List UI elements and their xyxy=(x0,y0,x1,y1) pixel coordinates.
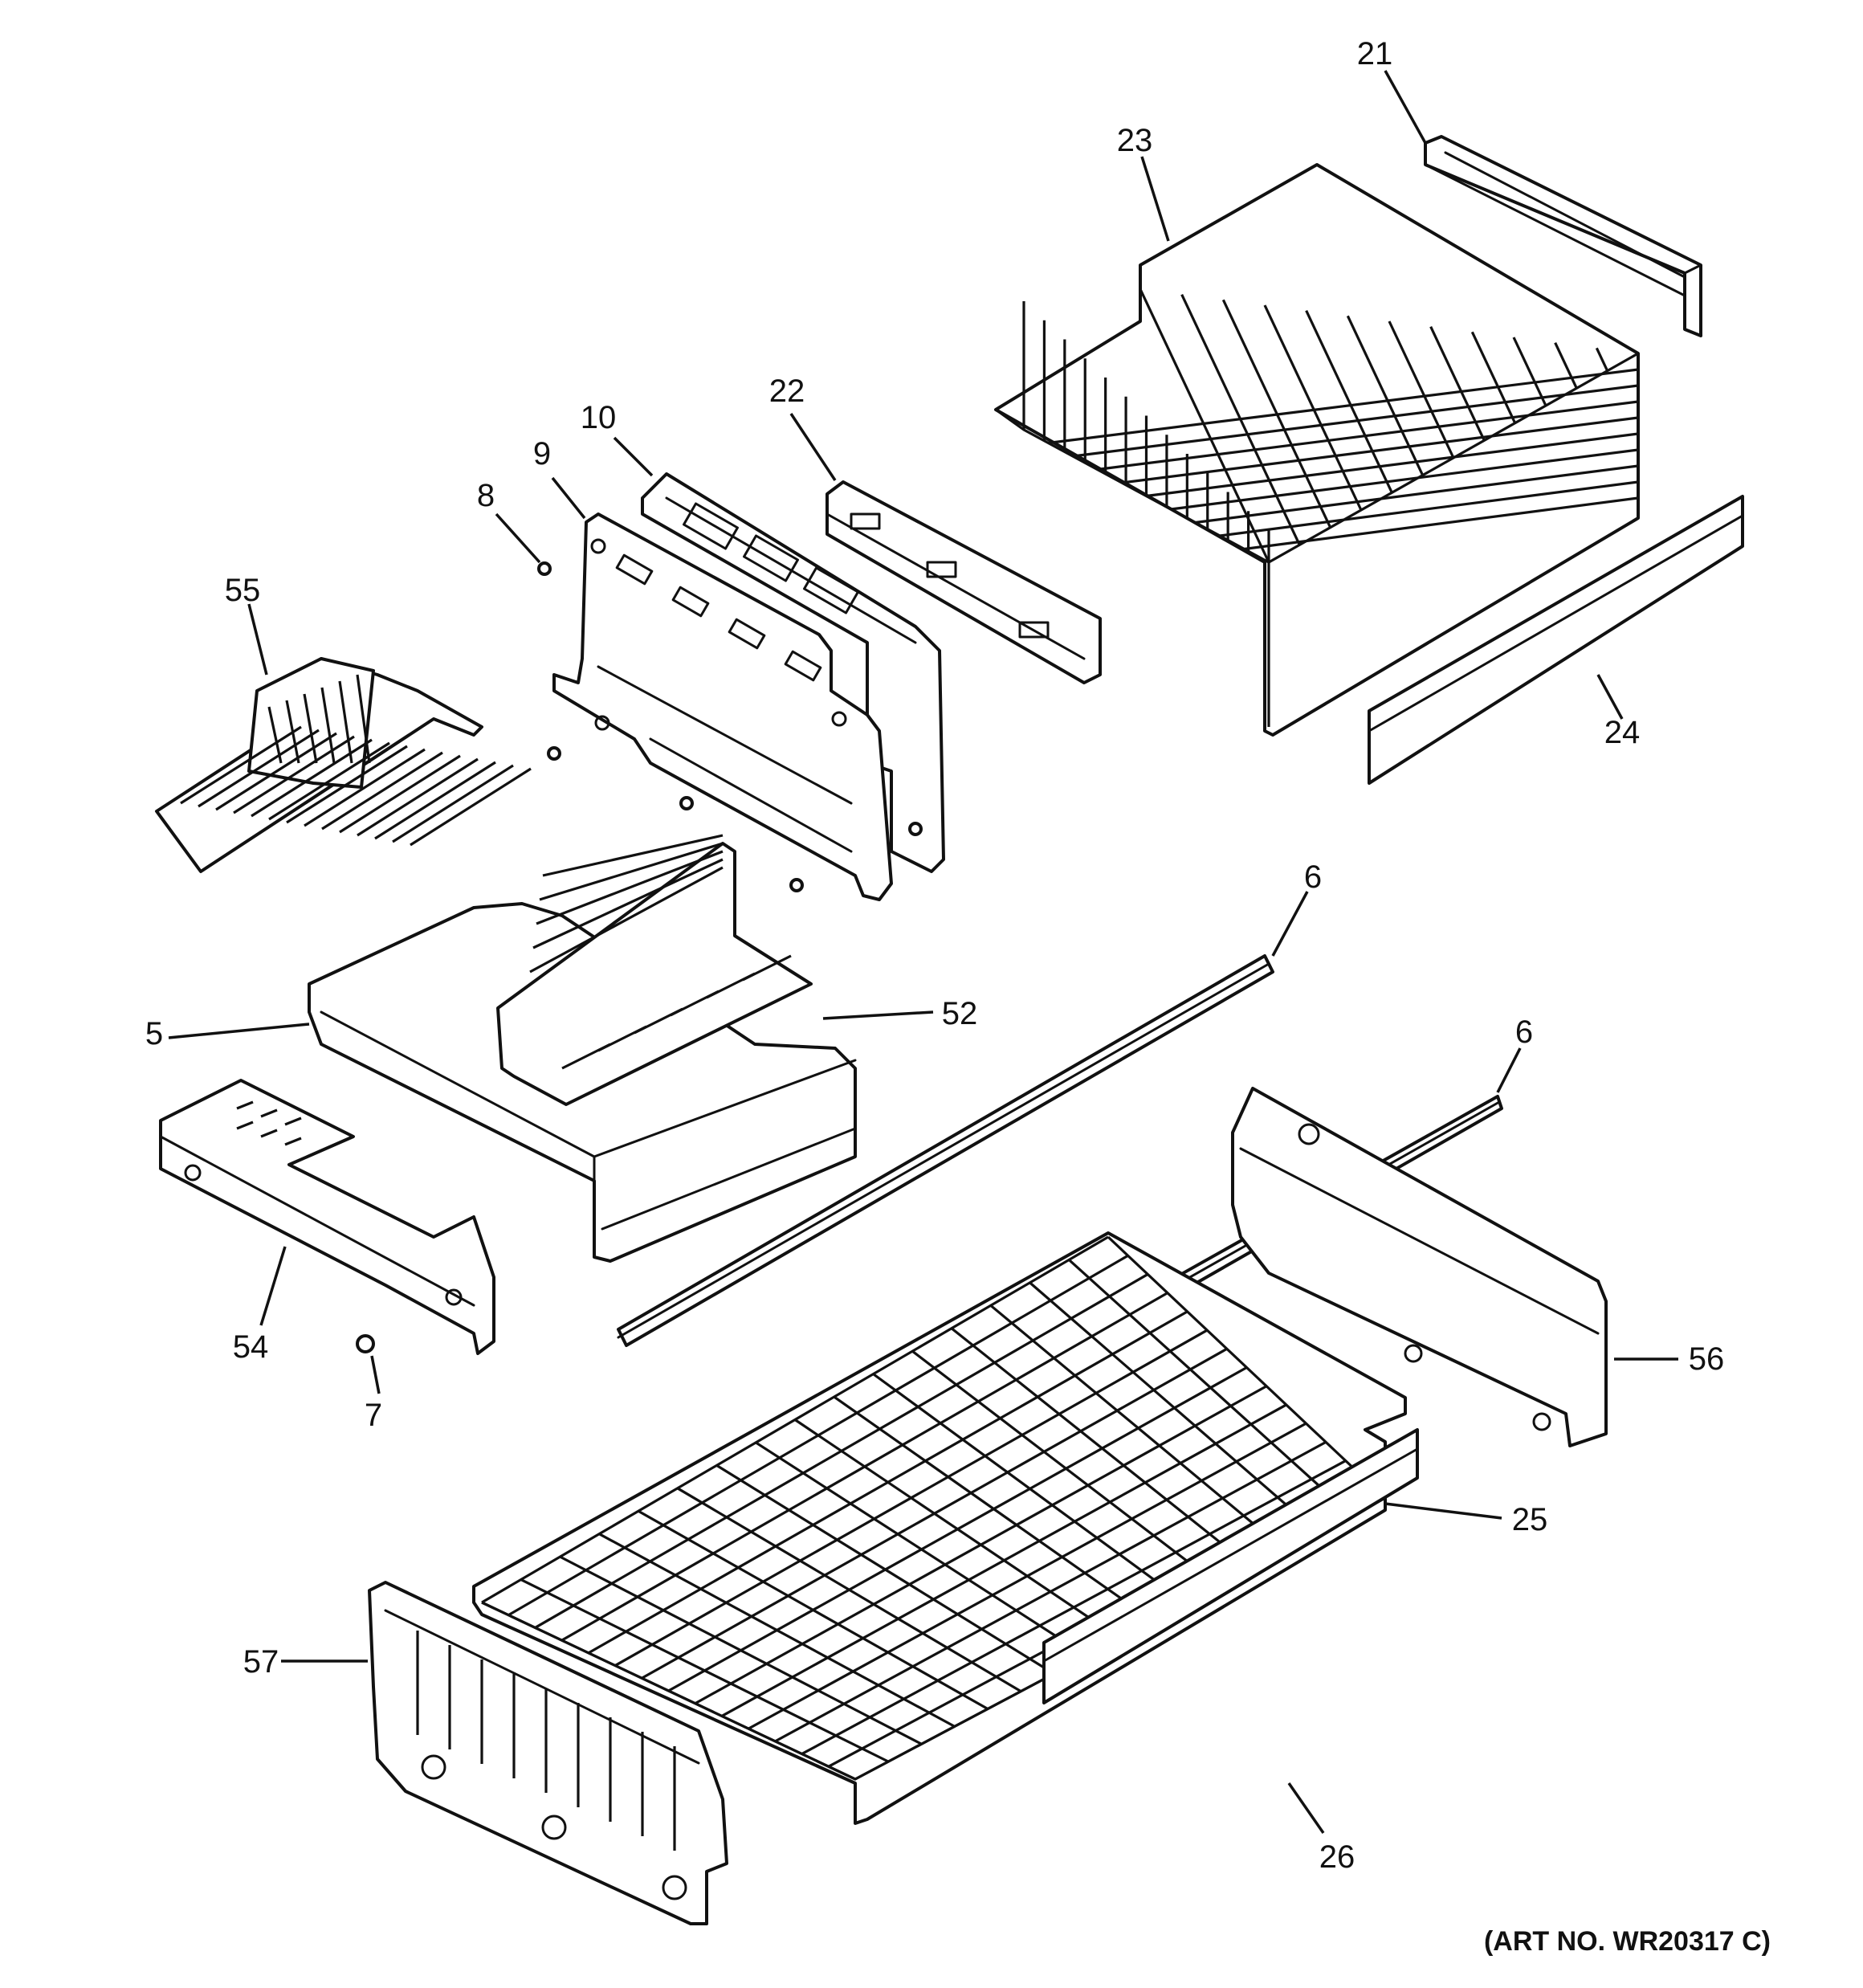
part-56-right-bracket xyxy=(1231,1087,1608,1447)
callout-7: 7 xyxy=(365,1398,382,1433)
callout-26: 26 xyxy=(1319,1839,1355,1875)
part-21-rail xyxy=(1424,135,1702,337)
part-26-lower-trim xyxy=(1042,1428,1419,1704)
part-54-left-bracket xyxy=(159,1079,495,1355)
part-23-upper-basket xyxy=(994,163,1640,737)
part-9-front-panel xyxy=(552,512,893,901)
callout-56: 56 xyxy=(1689,1341,1725,1377)
part-24-upper-trim xyxy=(1368,495,1744,785)
callout-6-upper: 6 xyxy=(1304,859,1322,895)
part-52-shelf xyxy=(496,834,813,1106)
callout-8: 8 xyxy=(477,478,495,513)
callout-5: 5 xyxy=(145,1016,163,1051)
callout-55: 55 xyxy=(225,573,261,608)
callout-22: 22 xyxy=(769,374,805,409)
callout-21: 21 xyxy=(1357,36,1393,71)
callout-labels: 21 23 22 10 9 8 55 24 6 52 5 6 54 7 56 2… xyxy=(145,36,1724,1875)
art-number: (ART NO. WR20317 C) xyxy=(1484,1926,1771,1957)
part-6-rail-upper xyxy=(617,954,1274,1347)
callout-57: 57 xyxy=(243,1644,279,1680)
part-57-rear-panel xyxy=(368,1581,728,1925)
callout-54: 54 xyxy=(233,1329,269,1365)
leader-lines xyxy=(168,70,1678,1834)
callout-6-lower: 6 xyxy=(1515,1014,1533,1050)
callout-24: 24 xyxy=(1604,715,1641,750)
callout-52: 52 xyxy=(942,996,978,1031)
callout-23: 23 xyxy=(1117,123,1153,158)
screws xyxy=(537,561,923,892)
callout-25: 25 xyxy=(1512,1502,1548,1537)
callout-9: 9 xyxy=(533,436,551,471)
part-7-screw xyxy=(356,1334,375,1353)
part-55-grille xyxy=(155,657,532,873)
callout-10: 10 xyxy=(581,400,617,435)
part-22-slide-rail xyxy=(826,480,1102,684)
